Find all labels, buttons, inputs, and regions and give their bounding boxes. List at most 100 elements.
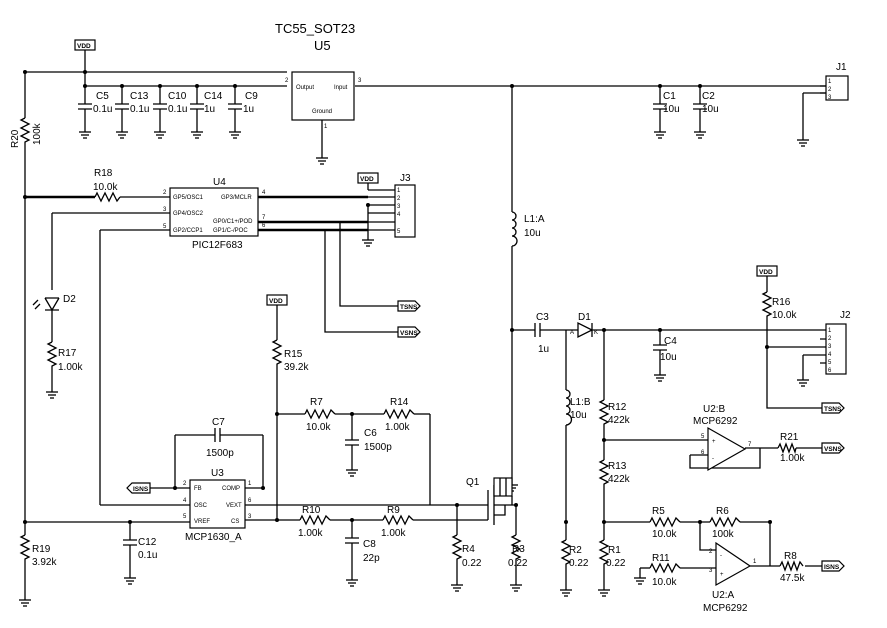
svg-text:1: 1	[753, 559, 757, 565]
svg-text:+: +	[720, 572, 724, 578]
svg-text:3: 3	[358, 78, 362, 84]
svg-text:10.0k: 10.0k	[652, 577, 677, 588]
svg-text:100k: 100k	[712, 529, 735, 540]
svg-text:L1:B: L1:B	[570, 397, 591, 408]
r10-resistor: R10 1.00k	[298, 505, 331, 539]
svg-text:10u: 10u	[524, 228, 541, 239]
svg-text:10.0k: 10.0k	[652, 529, 677, 540]
svg-text:2: 2	[285, 78, 289, 84]
svg-text:2: 2	[163, 190, 167, 196]
d1-diode: D1 A K	[570, 312, 598, 339]
svg-text:U4: U4	[213, 177, 226, 188]
vdd-label: VDD	[759, 269, 773, 276]
svg-text:R8: R8	[784, 551, 797, 562]
vdd-label: VDD	[360, 176, 374, 183]
tsns-label: TSNS	[824, 406, 842, 413]
svg-text:1500p: 1500p	[364, 442, 392, 453]
svg-text:R14: R14	[390, 397, 409, 408]
svg-text:C1: C1	[663, 91, 676, 102]
svg-text:R7: R7	[310, 397, 323, 408]
svg-text:10.0k: 10.0k	[772, 310, 797, 321]
svg-text:VREF: VREF	[194, 519, 210, 525]
u5-pin-input: Input	[334, 85, 348, 91]
net-labels: TSNS VSNS ISNS TSNS VSNS ISNS	[126, 300, 845, 572]
r15-resistor: R15 39.2k	[271, 339, 309, 375]
svg-text:C10: C10	[168, 91, 187, 102]
svg-text:R9: R9	[387, 505, 400, 516]
q1-mosfet: Q1	[466, 477, 516, 525]
svg-text:3: 3	[828, 344, 832, 350]
svg-text:7: 7	[748, 442, 752, 448]
svg-text:R17: R17	[58, 348, 77, 359]
svg-text:4: 4	[183, 498, 187, 504]
svg-text:0.22: 0.22	[569, 558, 589, 569]
svg-text:100k: 100k	[32, 122, 43, 145]
svg-text:GP1/C-/POC: GP1/C-/POC	[213, 228, 248, 234]
svg-text:1u: 1u	[204, 104, 215, 115]
svg-text:3: 3	[248, 514, 252, 520]
svg-text:C12: C12	[138, 537, 157, 548]
svg-text:6: 6	[828, 368, 832, 374]
svg-text:2: 2	[183, 481, 187, 487]
c5-capacitor: C50.1u	[78, 91, 112, 118]
svg-text:4: 4	[828, 352, 832, 358]
svg-text:1.00k: 1.00k	[58, 362, 83, 373]
r1-resistor: R1 0.22	[598, 539, 626, 570]
svg-text:5: 5	[163, 224, 167, 230]
svg-text:5: 5	[183, 514, 187, 520]
svg-text:4: 4	[262, 190, 266, 196]
svg-text:FB: FB	[194, 486, 202, 492]
svg-text:C8: C8	[363, 539, 376, 550]
l1a-inductor: L1:A 10u	[511, 211, 545, 247]
svg-text:2: 2	[828, 87, 832, 93]
svg-text:R15: R15	[284, 349, 303, 360]
r2-resistor: R2 0.22	[560, 539, 589, 570]
u5-regulator: TC55_SOT23 U5 Output Input Ground 2 3 1	[275, 21, 362, 130]
r17-resistor: R17 1.00k	[46, 341, 83, 373]
svg-text:PIC12F683: PIC12F683	[192, 240, 243, 251]
svg-text:C3: C3	[536, 312, 549, 323]
svg-text:J1: J1	[836, 62, 847, 73]
svg-text:0.1u: 0.1u	[138, 550, 157, 561]
svg-text:-: -	[720, 553, 722, 559]
svg-text:0.1u: 0.1u	[130, 104, 149, 115]
svg-text:2: 2	[709, 549, 713, 555]
svg-text:422k: 422k	[608, 415, 631, 426]
d2-led: D2	[32, 294, 76, 315]
svg-text:R2: R2	[569, 545, 582, 556]
svg-text:MCP6292: MCP6292	[703, 603, 748, 614]
svg-text:3: 3	[709, 568, 713, 574]
r11-resistor: R11 10.0k	[649, 553, 681, 588]
svg-text:3: 3	[163, 207, 167, 213]
c3-capacitor: C3 1u	[534, 312, 550, 355]
r9-resistor: R9 1.00k	[381, 505, 414, 539]
svg-text:GP5/OSC1: GP5/OSC1	[173, 195, 204, 201]
svg-text:A: A	[570, 330, 574, 336]
r5-resistor: R5 10.0k	[649, 506, 681, 540]
svg-text:C7: C7	[212, 417, 225, 428]
r12-resistor: R12 422k	[598, 399, 631, 430]
svg-text:GP3/MCLR: GP3/MCLR	[221, 195, 252, 201]
svg-text:7: 7	[262, 215, 266, 221]
r18-resistor: R18 10.0k	[93, 168, 121, 203]
svg-text:K: K	[594, 330, 598, 336]
svg-text:6: 6	[248, 498, 252, 504]
svg-text:1500p: 1500p	[206, 448, 234, 459]
svg-text:1.00k: 1.00k	[780, 453, 805, 464]
svg-text:-: -	[712, 456, 714, 462]
r16-resistor: R16 10.0k	[761, 291, 797, 322]
svg-text:C2: C2	[702, 91, 715, 102]
u4-microcontroller: U4 GP5/OSC1 GP4/OSC2 GP2/CCP1 GP3/MCLR G…	[163, 177, 266, 251]
svg-text:MCP6292: MCP6292	[693, 416, 738, 427]
r21-resistor: R21 1.00k	[777, 432, 805, 464]
svg-text:+: +	[712, 439, 716, 445]
svg-text:J2: J2	[840, 310, 851, 321]
svg-text:1.00k: 1.00k	[381, 528, 406, 539]
svg-text:L1:A: L1:A	[524, 214, 545, 225]
svg-text:R16: R16	[772, 297, 791, 308]
c12-capacitor: C12 0.1u	[123, 537, 157, 561]
